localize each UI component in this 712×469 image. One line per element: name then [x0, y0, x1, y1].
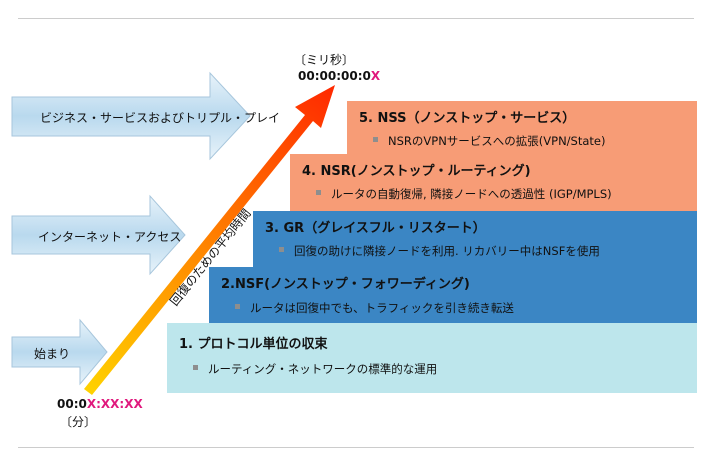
step-bullet-text: ルータは回復中でも、トラフィックを引き続き転送 [250, 301, 514, 315]
time-top-prefix: 00:00:00:0 [298, 69, 371, 83]
arrow-label-business-services: ビジネス・サービスおよびトリプル・プレイ [40, 111, 281, 125]
arrow-label-internet-access: インターネット・アクセス [38, 230, 182, 244]
bullet-icon [279, 247, 284, 252]
step-1-convergence: 1. プロトコル単位の収束 ルーティング・ネットワークの標準的な運用 [167, 323, 697, 393]
step-title: 5. NSS（ノンストップ・サービス） [359, 111, 576, 126]
step-3-gr: 3. GR（グレイスフル・リスタート） 回復の助けに隣接ノードを利用. リカバリ… [253, 211, 697, 267]
time-bottom-suffix: X:XX:XX [86, 397, 143, 411]
bullet-icon [373, 137, 378, 142]
bullet-icon [316, 190, 321, 195]
bullet-icon [235, 304, 240, 309]
step-bullet-text: ルーティング・ネットワークの標準的な運用 [208, 362, 438, 376]
arrow-label-beginning: 始まり [34, 347, 71, 361]
time-top-suffix: X [370, 69, 381, 83]
step-bullet: ルータは回復中でも、トラフィックを引き続き転送 [235, 300, 514, 316]
step-bullet: ルータの自動復帰, 隣接ノードへの透過性 (IGP/MPLS) [316, 186, 612, 202]
time-top-value: 00:00:00:0X [298, 69, 380, 83]
bottom-divider [18, 447, 694, 448]
step-title: 1. プロトコル単位の収束 [179, 337, 328, 352]
step-4-nsr: 4. NSR(ノンストップ・ルーティング) ルータの自動復帰, 隣接ノードへの透… [290, 154, 697, 211]
top-divider [18, 18, 694, 19]
step-title: 4. NSR(ノンストップ・ルーティング) [302, 164, 531, 179]
step-bullet: ルーティング・ネットワークの標準的な運用 [193, 361, 437, 377]
time-bottom-unit: 〔分〕 [60, 415, 97, 429]
step-title: 2.NSF(ノンストップ・フォワーディング) [221, 277, 470, 292]
arrow-business-services [11, 71, 251, 161]
step-bullet-text: ルータの自動復帰, 隣接ノードへの透過性 (IGP/MPLS) [331, 187, 612, 201]
recovery-time-arrow [84, 85, 335, 395]
step-title: 3. GR（グレイスフル・リスタート） [265, 221, 486, 236]
step-bullet-text: 回復の助けに隣接ノードを利用. リカバリー中はNSFを使用 [294, 244, 600, 258]
step-bullet: NSRのVPNサービスへの拡張(VPN/State) [373, 133, 606, 149]
step-2-nsf: 2.NSF(ノンストップ・フォワーディング) ルータは回復中でも、トラフィックを… [209, 267, 697, 323]
bullet-icon [193, 365, 198, 370]
time-bottom-value: 00:0X:XX:XX [57, 397, 143, 411]
step-bullet-text: NSRのVPNサービスへの拡張(VPN/State) [388, 134, 606, 148]
time-bottom-prefix: 00:0 [57, 397, 87, 411]
arrow-beginning [11, 318, 108, 386]
step-5-nss: 5. NSS（ノンストップ・サービス） NSRのVPNサービスへの拡張(VPN/… [347, 101, 697, 154]
step-bullet: 回復の助けに隣接ノードを利用. リカバリー中はNSFを使用 [279, 243, 600, 259]
time-top-unit: 〔ミリ秒〕 [294, 53, 355, 67]
arrow-internet-access [11, 194, 186, 276]
